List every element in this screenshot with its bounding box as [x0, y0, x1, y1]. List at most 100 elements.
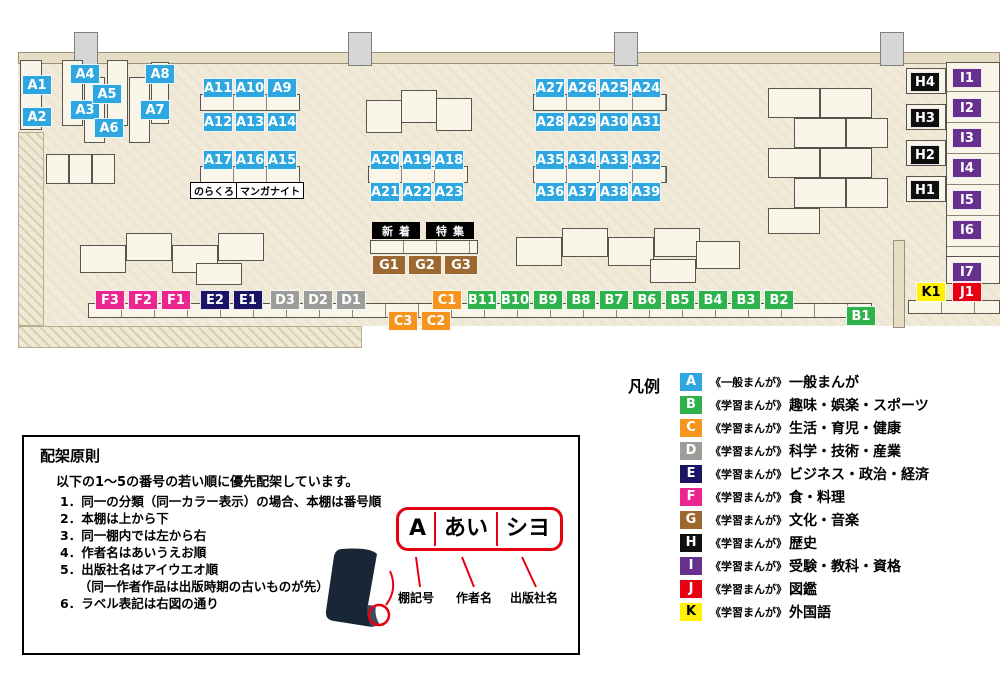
- shelf-label-B4: B4: [698, 290, 728, 310]
- shelf-label-A10: A10: [235, 78, 266, 98]
- legend-category-label: 文化・音楽: [789, 512, 860, 529]
- label-example: A あい シヨ: [396, 507, 564, 552]
- shelf-label-A30: A30: [599, 112, 630, 132]
- legend-category-label: 食・料理: [789, 489, 846, 506]
- shelf-label-A23: A23: [434, 182, 465, 202]
- shelf-label-B9: B9: [533, 290, 563, 310]
- legend-category-prefix: 《一般まんが》: [710, 375, 788, 389]
- legend-item-H: H《学習まんが》歴史: [680, 533, 929, 552]
- principles-title: 配架原則: [40, 447, 101, 465]
- shelf-label-A17: A17: [203, 150, 234, 170]
- legend-panel: 凡例 A《一般まんが》一般まんが B 《学習まんが》 趣味・娯楽・スポーツ C 《学習まん…: [628, 372, 929, 621]
- shelf-label-A39: A39: [631, 182, 662, 202]
- shelf-label-A6: A6: [94, 118, 124, 138]
- shelf-block: [366, 100, 402, 133]
- shelf-label-A36: A36: [535, 182, 566, 202]
- shelf-label-G1: G1: [372, 255, 406, 275]
- legend-item-I: I《学習まんが》受験・教科・資格: [680, 556, 929, 575]
- legend-category-prefix: 《学習まんが》: [710, 582, 788, 596]
- shelf-label-G3: G3: [444, 255, 478, 275]
- legend-category-label: 一般まんが: [789, 374, 860, 391]
- sign-manga-night: マンガナイト: [236, 182, 304, 199]
- shelf-label-B5: B5: [665, 290, 695, 310]
- label-example-publisher: シヨ: [496, 512, 558, 547]
- shelf-label-B3: B3: [731, 290, 761, 310]
- shelf-label-A12: A12: [203, 112, 234, 132]
- sign-new-arrivals: 新着: [372, 222, 420, 239]
- shelf-label-A19: A19: [402, 150, 433, 170]
- shelf-label-A7: A7: [140, 100, 170, 120]
- shelf-label-A32: A32: [631, 150, 662, 170]
- shelf-label-B2: B2: [764, 290, 794, 310]
- shelf-block: [650, 259, 696, 283]
- shelf-label-A38: A38: [599, 182, 630, 202]
- shelf-label-A2: A2: [22, 107, 52, 127]
- shelf-block: [401, 90, 437, 123]
- legend-category-label: 図鑑: [789, 581, 818, 598]
- principles-item: 3．同一棚内では左から右: [60, 528, 207, 543]
- legend-category-prefix: 《学習まんが》: [710, 444, 788, 458]
- shelf-label-A3: A3: [70, 100, 100, 120]
- shelf-label-A21: A21: [370, 182, 401, 202]
- legend-item-F: F《学習まんが》食・料理: [680, 487, 929, 506]
- shelf-label-A14: A14: [267, 112, 298, 132]
- shelf-label-B6: B6: [632, 290, 662, 310]
- pillar: [348, 32, 372, 66]
- shelf-label-A20: A20: [370, 150, 401, 170]
- legend-color-key: I: [680, 556, 703, 575]
- principles-intro: 以下の1～5の番号の若い順に優先配架しています。: [56, 475, 359, 490]
- legend-title: 凡例: [628, 377, 661, 396]
- shelf-label-B10: B10: [500, 290, 530, 310]
- shelf-block: [69, 154, 92, 184]
- shelf-block: [608, 237, 654, 266]
- callout-lines: [415, 556, 537, 588]
- shelf-label-B1: B1: [846, 306, 876, 326]
- shelf-block: [820, 148, 872, 178]
- callout-publisher-name: 出版社名: [510, 591, 559, 605]
- shelf-label-I5: I5: [952, 190, 982, 210]
- shelf-block: [908, 300, 1000, 314]
- floor-hatch-area: [18, 132, 44, 326]
- principles-item: 6．ラベル表記は右図の通り: [60, 596, 219, 611]
- legend-color-key: E: [680, 464, 703, 483]
- callout-author-name: 作者名: [456, 591, 493, 605]
- shelf-label-H2: H2: [910, 145, 940, 165]
- legend-category-label: 科学・技術・産業: [789, 443, 902, 460]
- legend-color-key: B: [680, 395, 703, 414]
- principles-item: （同一作者作品は出版時期の古いものが先）: [60, 579, 329, 594]
- legend-item-A: A《一般まんが》一般まんが: [680, 372, 929, 391]
- principles-item: 1．同一の分類（同一カラー表示）の場合、本棚は番号順: [60, 494, 382, 509]
- shelf-label-A11: A11: [203, 78, 234, 98]
- wall: [893, 240, 905, 328]
- shelf-label-A37: A37: [567, 182, 598, 202]
- legend-item-E: E《学習まんが》ビジネス・政治・経済: [680, 464, 929, 483]
- label-example-shelf-code: A: [409, 516, 427, 541]
- shelf-block: [820, 88, 872, 118]
- legend-category-label: 歴史: [789, 535, 818, 552]
- shelf-block: [46, 154, 69, 184]
- floor-hatch-area: [18, 326, 362, 348]
- shelf-block: [768, 88, 820, 118]
- legend-color-key: C: [680, 418, 703, 437]
- shelf-label-C1: C1: [432, 290, 462, 310]
- shelf-label-A15: A15: [267, 150, 298, 170]
- shelf-label-H1: H1: [910, 180, 940, 200]
- shelf-label-I3: I3: [952, 128, 982, 148]
- shelf-label-A25: A25: [599, 78, 630, 98]
- shelf-block: [654, 228, 700, 257]
- legend-category-prefix: 《学習まんが》: [710, 605, 788, 619]
- shelf-label-I4: I4: [952, 158, 982, 178]
- shelf-label-C3: C3: [388, 311, 418, 331]
- shelf-label-A26: A26: [567, 78, 598, 98]
- shelf-label-B7: B7: [599, 290, 629, 310]
- shelf-label-H4: H4: [910, 72, 940, 92]
- legend-category-label: 趣味・娯楽・スポーツ: [789, 397, 929, 414]
- shelf-block: [370, 240, 478, 254]
- shelf-label-A35: A35: [535, 150, 566, 170]
- shelf-label-B11: B11: [467, 290, 497, 310]
- shelf-block: [92, 154, 115, 184]
